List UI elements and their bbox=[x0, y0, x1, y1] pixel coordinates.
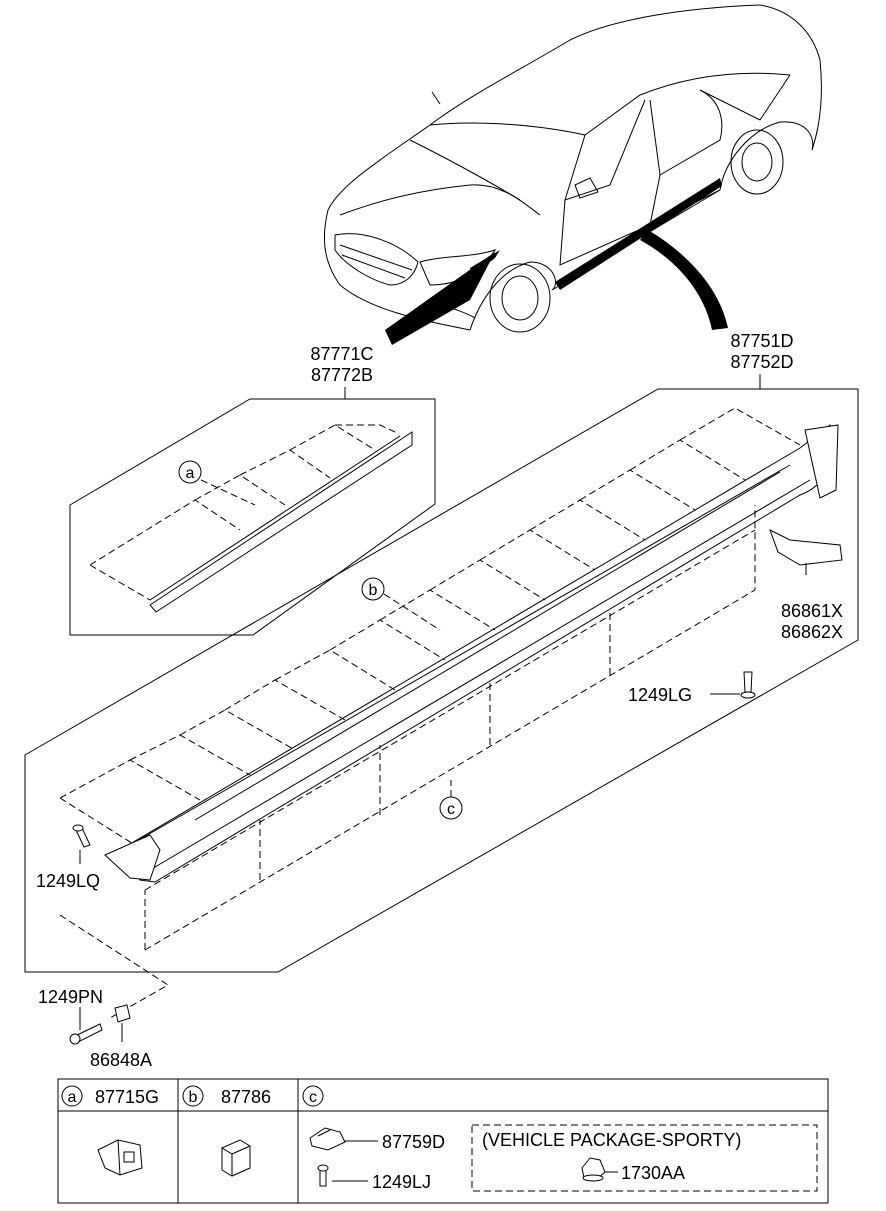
label-1249pn: 1249PN bbox=[38, 987, 103, 1007]
label-1249lg: 1249LG bbox=[628, 685, 692, 705]
callout-a: a bbox=[186, 465, 195, 482]
legend-part-a: 87715G bbox=[95, 1087, 159, 1107]
legend-part-b: 87786 bbox=[221, 1087, 271, 1107]
fastener-group: 1249PN 86848A bbox=[38, 914, 169, 1070]
callout-b: b bbox=[369, 582, 378, 599]
legend-letter-a: a bbox=[68, 1089, 77, 1106]
package-note: (VEHICLE PACKAGE-SPORTY) bbox=[482, 1130, 741, 1150]
legend-table: a 87715G b 87786 c 87759D bbox=[57, 1078, 829, 1204]
screw-1249lj-drawing bbox=[317, 1164, 329, 1187]
label-87771c: 87771C bbox=[310, 344, 373, 364]
clip-87759d-drawing bbox=[309, 1127, 346, 1151]
legend-letter-b: b bbox=[189, 1089, 198, 1106]
legend-letter-c: c bbox=[309, 1089, 317, 1106]
callout-c: c bbox=[447, 801, 455, 818]
clip-87786-drawing bbox=[221, 1139, 251, 1177]
side-sill-group: 87751D 87752D b bbox=[24, 331, 859, 973]
legend-part-1249lj: 1249LJ bbox=[372, 1172, 431, 1192]
car-illustration bbox=[323, 4, 822, 345]
label-1249lq: 1249LQ bbox=[36, 871, 100, 891]
front-molding-group: 87771C 87772B a bbox=[69, 344, 436, 636]
clip-1730aa-drawing bbox=[581, 1157, 606, 1182]
label-87751d: 87751D bbox=[730, 331, 793, 351]
legend-part-1730aa: 1730AA bbox=[621, 1163, 685, 1183]
clip-87715g-drawing bbox=[97, 1139, 143, 1176]
legend-part-87759d: 87759D bbox=[382, 1132, 445, 1152]
label-86861x: 86861X bbox=[781, 601, 843, 621]
label-87772b: 87772B bbox=[311, 365, 373, 385]
label-86848a: 86848A bbox=[90, 1050, 152, 1070]
label-86862x: 86862X bbox=[781, 622, 843, 642]
label-87752d: 87752D bbox=[730, 352, 793, 372]
